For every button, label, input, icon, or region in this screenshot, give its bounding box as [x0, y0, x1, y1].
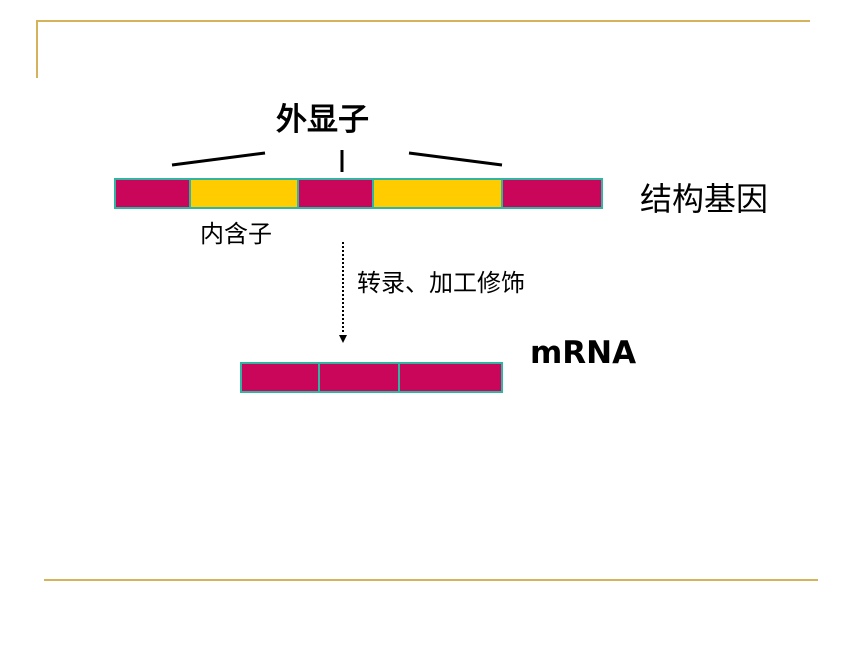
- exon-pointer-right: [408, 151, 503, 167]
- top-rule: [36, 20, 810, 22]
- intron-label: 内含子: [200, 220, 272, 248]
- bottom-rule: [44, 579, 818, 581]
- gene-segment-exon-2: [297, 178, 374, 209]
- left-rule: [36, 20, 38, 78]
- mrna-segment-2: [318, 362, 400, 393]
- gene-segment-intron-2: [372, 178, 503, 209]
- gene-segment-intron-1: [189, 178, 299, 209]
- process-arrow-head: [339, 335, 347, 343]
- mrna-segment-3: [398, 362, 503, 393]
- gene-segment-exon-1: [114, 178, 191, 209]
- process-label: 转录、加工修饰: [357, 269, 525, 297]
- exon-pointer-left: [171, 151, 266, 167]
- gene-segment-exon-3: [501, 178, 603, 209]
- structural-gene-label: 结构基因: [640, 180, 769, 218]
- mrna-label: mRNA: [530, 335, 637, 371]
- exon-label: 外显子: [276, 102, 369, 138]
